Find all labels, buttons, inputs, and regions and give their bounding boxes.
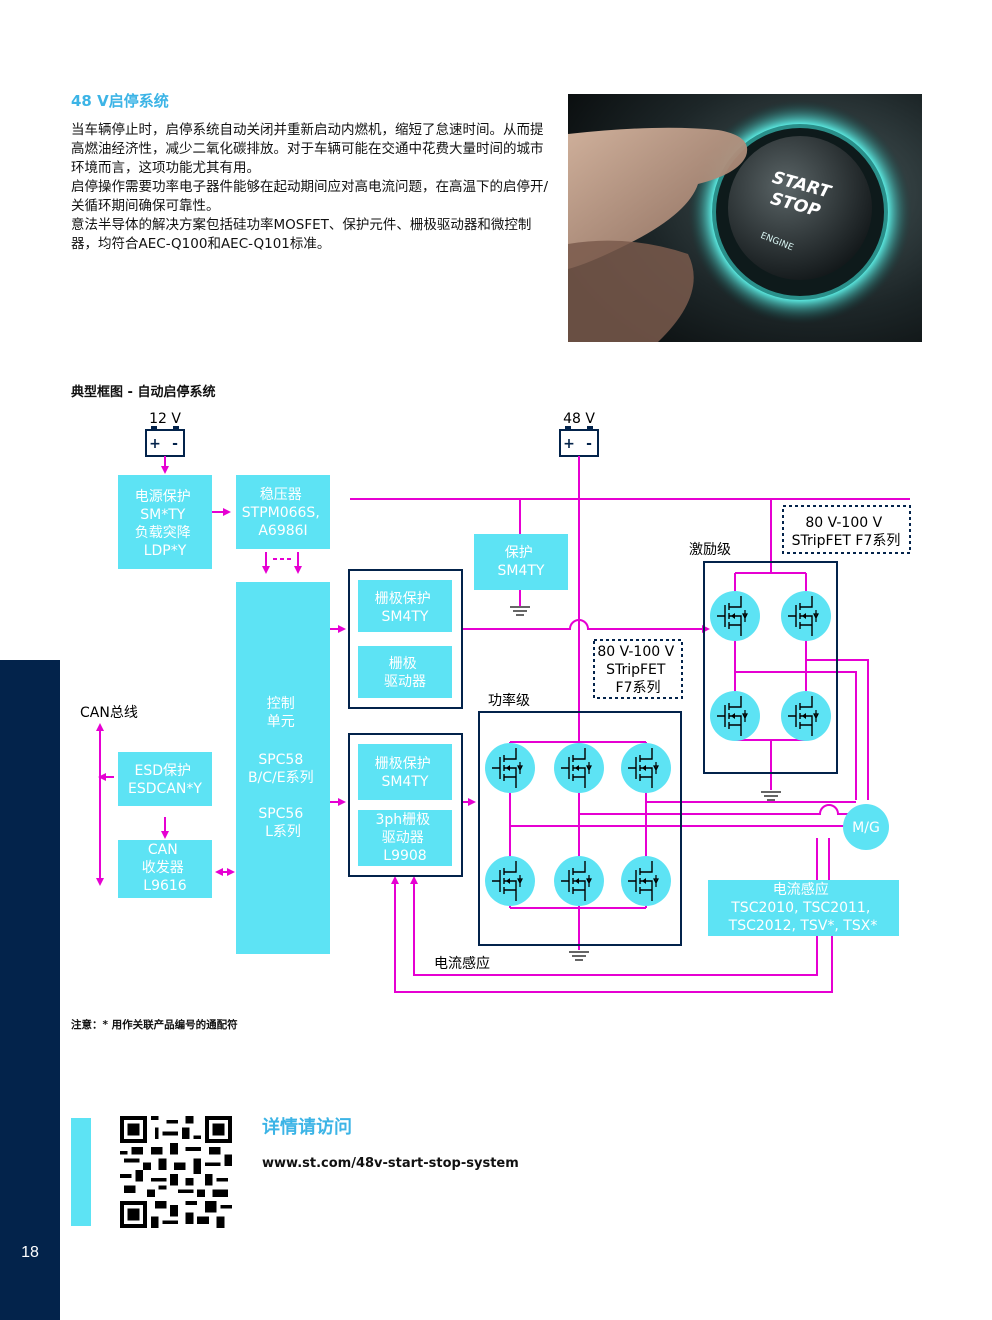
current-sense-box: 电流感应 TSC2010, TSC2011, TSC2012, TSV*, TS… [708,880,899,936]
ground-symbols [510,606,781,961]
control-unit-box: 控制 单元 SPC58 B/C/E系列 SPC56 L系列 [236,582,330,954]
more-info-link[interactable]: www.st.com/48v-start-stop-system [262,1156,519,1171]
svg-text:控制 单元 SPC58: 控制 单元 SPC58 B/C/E系列 SPC56 L系列 [248,696,318,840]
qr-accent-bar [71,1118,91,1226]
svg-text:保护 SM4TY: 保护 SM4TY [498,545,545,579]
battery-48v-icon: + - [559,426,599,457]
gate-driver-group-1: 栅极保护 SM4TY 栅极 驱动器 [348,569,463,709]
diagram-title: 典型框图 - 自动启停系统 [71,385,216,400]
qr-code[interactable] [120,1116,232,1228]
block-diagram: 12 V + - 48 V + - [80,411,911,993]
svg-text:-: - [586,436,592,452]
power-stage-label: 功率级 [488,692,530,709]
paragraph-1: 当车辆停止时，启停系统自动关闭并重新启动内燃机，缩短了怠速时间。从而提高燃油经济… [71,122,544,176]
stripfet-box-top: 80 V-100 V STripFET F7系列 [782,505,911,554]
svg-text:-: - [172,436,178,452]
paragraph-3: 意法半导体的解决方案包括硅功率MOSFET、保护元件、栅极驱动器和微控制器，均符… [71,217,532,252]
page-number: 18 [21,1244,39,1261]
svg-text:电源保护 SM*TY 负载突降: 电源保护 SM*TY 负载突降 LDP*Y [135,489,195,559]
power-protection-box: 电源保护 SM*TY 负载突降 LDP*Y [118,475,212,569]
excitation-stage-label: 激励级 [689,541,731,558]
svg-text:+: + [563,436,575,452]
regulator-box: 稳压器 STPM066S, A6986I [236,475,330,549]
svg-text:M/G: M/G [852,820,880,836]
battery-48v-label: 48 V [563,411,595,427]
battery-12v-label: 12 V [149,411,181,427]
svg-text:ESD保护 ESDCAN*Y: ESD保护 ESDCAN*Y [128,763,202,797]
can-bus-label: CAN总线 [80,705,138,721]
footnote: 注意：* 用作关联产品编号的通配符 [71,1019,238,1031]
battery-12v-icon: + - [145,426,185,457]
svg-text:CAN 收发器 L9616: CAN 收发器 L9616 [142,842,188,894]
svg-text:3ph栅极 驱动器 L9908: 3ph栅极 驱动器 L9908 [375,812,434,864]
protection-48v-box: 保护 SM4TY [474,534,568,590]
excitation-stage [703,561,838,774]
svg-text:栅极保护 SM4TY: 栅极保护 SM4TY [375,756,435,790]
svg-text:栅极 驱动器: 栅极 驱动器 [384,656,426,690]
section-title: 48 V启停系统 [71,92,169,110]
svg-text:栅极保护 SM4TY: 栅极保护 SM4TY [375,591,435,625]
svg-text:电流感应 TSC2010, TSC2011,: 电流感应 TSC2010, TSC2011, TSC2012, TSV*, TS… [728,881,878,934]
power-stage [478,711,682,946]
start-stop-photo: START STOP ENGINE [568,94,922,342]
intro-text: 当车辆停止时，启停系统自动关闭并重新启动内燃机，缩短了怠速时间。从而提高燃油经济… [71,121,553,254]
current-sense-label: 电流感应 [434,955,490,972]
more-info-title: 详情请访问 [262,1117,352,1138]
svg-text:80 V-100 V STripFET: 80 V-100 V STripFET F7系列 [597,644,678,696]
sidebar-bar [0,660,60,1320]
svg-text:80 V-100 V STripFET F7系列: 80 V-100 V STripFET F7系列 [792,515,901,549]
motor-generator: M/G [843,804,889,850]
paragraph-2: 启停操作需要功率电子器件能够在起动期间应对高电流问题，在高温下的启停开/关循环期… [71,179,549,214]
esd-box: ESD保护 ESDCAN*Y [118,752,212,806]
finger-shape [568,127,748,269]
can-transceiver-box: CAN 收发器 L9616 [118,840,212,898]
gate-driver-group-2: 栅极保护 SM4TY 3ph栅极 驱动器 L9908 [348,733,463,877]
svg-text:稳压器 STPM066S, A698: 稳压器 STPM066S, A6986I [242,487,324,539]
svg-text:+: + [149,436,161,452]
stripfet-box-mid: 80 V-100 V STripFET F7系列 [593,639,683,699]
